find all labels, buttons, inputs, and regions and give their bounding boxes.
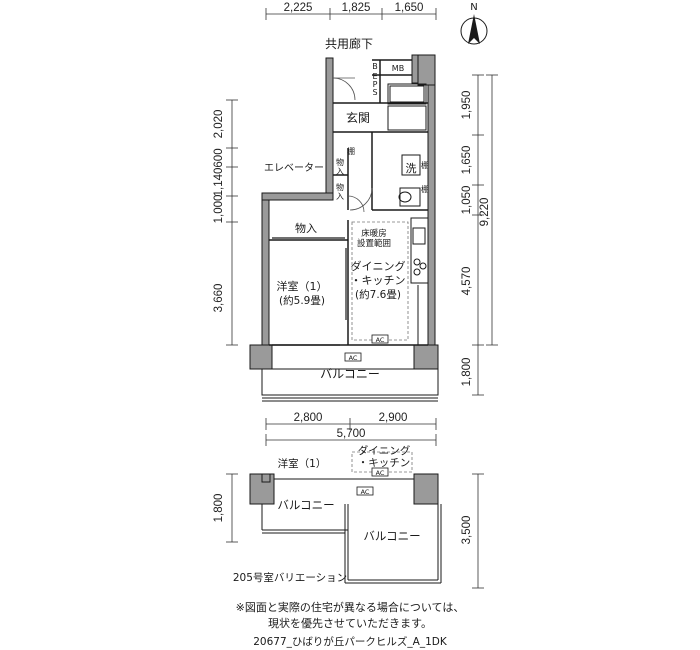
western-room-label: 洋室（1） [277,279,328,293]
variation-ac-unit-1 [371,467,389,477]
left-dim-2: 600 [213,148,225,167]
main-plan-walls [249,54,439,370]
eps-label-s: S [372,88,377,97]
variation-ac-unit-2 [356,486,374,496]
mb-label: MB [392,64,404,73]
right-dim-5: 1,800 [461,358,473,387]
north-label: N [470,2,477,13]
floor-heating-label-2: 設置範囲 [357,238,391,249]
right-dim-2: 1,650 [461,146,473,175]
shelf-label-2: 棚 [421,160,429,170]
left-dim-1: 2,020 [213,110,225,139]
balcony-area [261,368,439,402]
variation-dim-left: 1,800 [213,494,225,523]
bathroom-fixtures [387,83,427,207]
disclaimer-line-2: 現状を優先させていただきます。 [268,617,432,630]
b-label: B [372,62,378,71]
floor-heating-label-1: 床暖房 [361,228,387,239]
top-dim-2: 1,825 [342,2,371,14]
variation-dining-2: ・キッチン [358,457,411,469]
balcony-label: バルコニー [320,367,380,381]
kitchen-counter [410,217,429,345]
left-dim-4: 1,000 [213,195,225,224]
bottom-dim-total: 5,700 [337,428,366,440]
storage-label: 物入 [295,221,317,235]
shelf-label-3: 棚 [421,184,429,194]
right-dimension-group [472,74,498,396]
variation-dimension-group [226,473,484,589]
entrance-label: 玄関 [346,110,370,125]
variation-dim-right: 3,500 [461,516,473,545]
door-swings [332,77,373,213]
ac-unit-2 [344,352,362,362]
dining-kitchen-label-1: ダイニング [351,259,406,273]
right-dim-4: 4,570 [461,267,473,296]
disclaimer-line-1: ※図面と実際の住宅が異なる場合については、 [235,601,465,614]
bottom-dimension-group [265,418,437,446]
dining-kitchen-label-2: ・キッチン [351,274,406,287]
wash-label: 洗 [406,162,417,175]
storage-small-1b: 入 [336,167,344,176]
left-dimension-group [226,99,238,346]
bottom-dim-1: 2,800 [294,412,323,424]
variation-dining-1: ダイニング [358,444,411,457]
right-dim-1: 1,950 [461,91,473,120]
ac-label-1: AC [376,336,385,344]
variation-balcony-2: バルコニー [363,529,420,543]
variation-ac-label-2: AC [361,488,370,496]
left-dim-5: 3,660 [213,284,225,313]
variation-balcony-1: バルコニー [277,498,334,512]
ac-unit-1 [371,334,389,344]
top-dim-1: 2,225 [284,2,313,14]
variation-plan-lines [261,478,442,584]
right-dim-3: 1,050 [461,186,473,215]
north-arrow-icon: N [460,2,488,45]
variation-western-room: 洋室（1） [278,457,327,470]
western-room-size: (約5.9畳) [279,294,325,307]
corridor-label: 共用廊下 [325,36,373,51]
eps-label-p: P [373,80,378,89]
shelf-label-1: 棚 [347,146,355,156]
bottom-dim-2: 2,900 [379,412,408,424]
eps-label-e: E [372,72,377,81]
storage-small-2a: 物 [336,182,344,192]
footer-code: 20677_ひばりが丘パークヒルズ_A_1DK [253,636,447,648]
top-dim-3: 1,650 [395,2,424,14]
sliding-doors [272,237,347,346]
storage-small-2b: 入 [336,192,344,201]
right-dim-total: 9,220 [479,198,491,227]
top-dimension-group [265,8,437,20]
variation-ac-label-1: AC [376,469,385,477]
ac-label-2: AC [349,354,358,362]
left-dim-3: 1,140 [213,168,225,197]
dining-kitchen-size: (約7.6畳) [355,288,401,301]
variation-caption: 205号室バリエーション [233,571,347,584]
elevator-label: エレベーター [264,162,324,174]
storage-small-1a: 物 [336,157,344,167]
